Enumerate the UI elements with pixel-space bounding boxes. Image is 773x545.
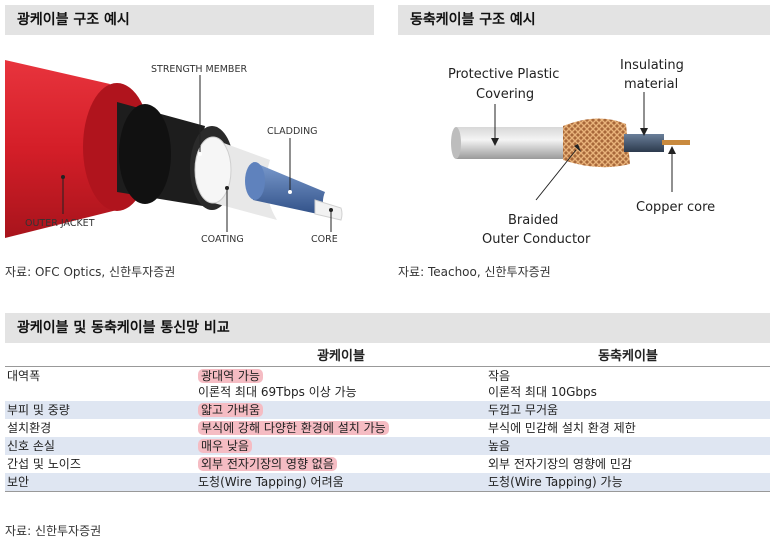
label-copper-core: Copper core (636, 200, 715, 215)
table-row: 설치환경 부식에 강해 다양한 환경에 설치 가능 부식에 민감해 설치 환경 … (5, 419, 770, 437)
header-blank (5, 343, 196, 367)
highlight: 외부 전자기장의 영향 없음 (198, 457, 337, 471)
row-label: 대역폭 (7, 369, 41, 383)
table-row: 부피 및 중량 얇고 가벼움 두껍고 무거움 (5, 401, 770, 419)
optical-cell: 도청(Wire Tapping) 어려움 (196, 473, 486, 492)
optical-cell: 부식에 강해 다양한 환경에 설치 가능 (196, 419, 486, 437)
coax-structure-title: 동축케이블 구조 예시 (398, 5, 770, 35)
coax-cable-diagram: Protective Plastic Covering Insulating m… (448, 58, 715, 247)
label-braided-2: Outer Conductor (482, 232, 591, 247)
highlight: 얇고 가벼움 (198, 403, 264, 417)
label-insulating-1: Insulating (620, 58, 684, 73)
label-braided-1: Braided (508, 213, 558, 228)
strength-member-end (119, 104, 171, 204)
label-cladding: CLADDING (267, 126, 318, 137)
coax-cell: 도청(Wire Tapping) 가능 (486, 473, 770, 492)
highlight: 광대역 가능 (198, 369, 264, 383)
label-protective-2: Covering (476, 87, 534, 102)
left-source: 자료: OFC Optics, 신한투자증권 (5, 265, 176, 279)
optical-cell: 얇고 가벼움 (196, 401, 486, 419)
coax-cell: 두껍고 무거움 (486, 401, 770, 419)
braided-conductor-shape (563, 118, 630, 168)
optical-cell: 매우 낮음 (196, 437, 486, 455)
comparison-title: 광케이블 및 동축케이블 통신망 비교 (5, 313, 770, 343)
coax-cell: 높음 (486, 437, 770, 455)
row-label: 신호 손실 (5, 437, 196, 455)
row-label: 간섭 및 노이즈 (7, 457, 81, 471)
header-optical: 광케이블 (196, 343, 486, 367)
outer-jacket-shape (5, 60, 117, 238)
table-row: 보안 도청(Wire Tapping) 어려움 도청(Wire Tapping)… (5, 473, 770, 492)
table-row: 간섭 및 노이즈 외부 전자기장의 영향 없음 외부 전자기장의 영향에 민감 (5, 455, 770, 473)
coax-detail: 이론적 최대 10Gbps (488, 385, 597, 399)
table-row: 대역폭 광대역 가능 이론적 최대 69Tbps 이상 가능 작음 이론적 최대… (5, 367, 770, 402)
right-source: 자료: Teachoo, 신한투자증권 (398, 265, 551, 279)
label-protective-1: Protective Plastic (448, 67, 559, 82)
table-row: 신호 손실 매우 낮음 높음 (5, 437, 770, 455)
coax-cell: 작음 이론적 최대 10Gbps (486, 367, 770, 402)
optical-structure-title: 광케이블 구조 예시 (5, 5, 374, 35)
protective-covering-shape (456, 127, 566, 159)
label-strength-member: STRENGTH MEMBER (151, 64, 247, 75)
header-coax: 동축케이블 (486, 343, 770, 367)
table-source: 자료: 신한투자증권 (5, 524, 102, 538)
optical-cell: 광대역 가능 이론적 최대 69Tbps 이상 가능 (196, 367, 486, 402)
table-header-row: 광케이블 동축케이블 (5, 343, 770, 367)
optical-cable-diagram: STRENGTH MEMBER CLADDING OUTER JACKET CO… (5, 60, 343, 245)
optical-detail: 이론적 최대 69Tbps 이상 가능 (198, 385, 357, 399)
label-outer-jacket: OUTER JACKET (25, 218, 95, 229)
row-label: 보안 (5, 473, 196, 492)
coax-cell: 외부 전자기장의 영향에 민감 (488, 457, 632, 471)
core-shape (314, 199, 343, 221)
coax-cell: 부식에 민감해 설치 환경 제한 (488, 421, 636, 435)
copper-core-shape (662, 140, 690, 145)
row-label: 설치환경 (7, 421, 52, 435)
coax-value: 작음 (488, 369, 511, 383)
insulating-shape (624, 134, 664, 152)
highlight: 매우 낮음 (198, 439, 252, 453)
row-label: 부피 및 중량 (5, 401, 196, 419)
highlight: 부식에 강해 다양한 환경에 설치 가능 (198, 421, 389, 435)
optical-cell: 외부 전자기장의 영향 없음 (196, 455, 486, 473)
label-core: CORE (311, 234, 338, 245)
label-insulating-2: material (624, 77, 678, 92)
comparison-table: 광케이블 동축케이블 대역폭 광대역 가능 이론적 최대 69Tbps 이상 가… (5, 343, 770, 492)
label-coating: COATING (201, 234, 244, 245)
